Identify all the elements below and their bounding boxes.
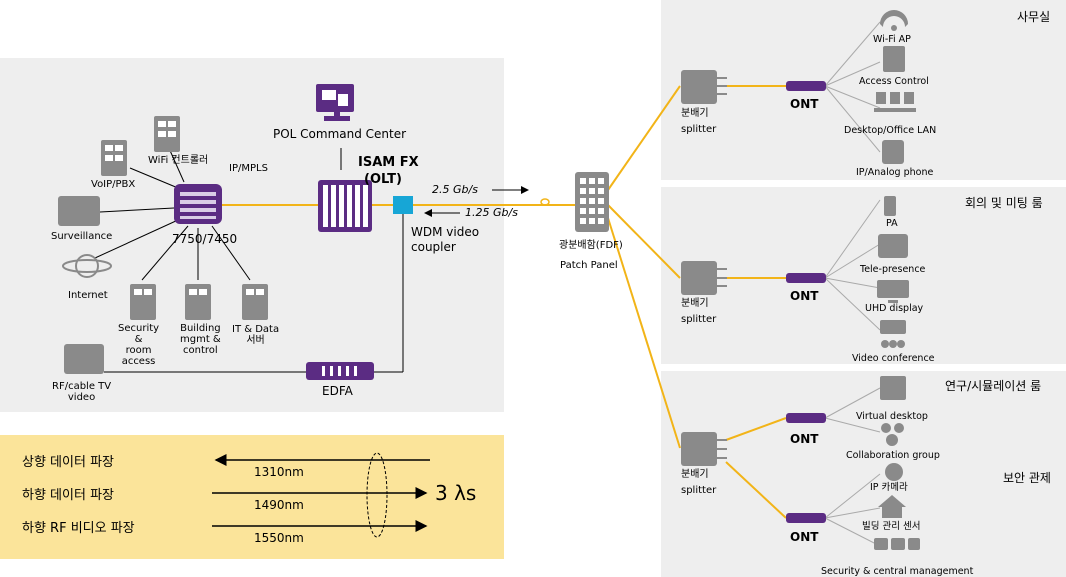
virtual-desktop-label: Virtual desktop — [856, 411, 928, 422]
fiber-lines — [222, 85, 787, 519]
wavelength-row-2-nm: 1490nm — [254, 498, 304, 512]
isam-label-line2: (OLT) — [364, 172, 402, 187]
ip-mpls-label: IP/MPLS — [229, 163, 268, 174]
collaboration-group-label: Collaboration group — [846, 450, 940, 461]
ont-4-label: ONT — [790, 530, 819, 544]
it-data-label: IT & Data 서버 — [232, 324, 280, 346]
fiber-loop — [540, 198, 550, 206]
wdm-coupler-box — [393, 196, 413, 214]
building-mgmt-label: Building mgmt & control — [180, 323, 221, 356]
ip-analog-phone-label: IP/Analog phone — [856, 167, 934, 178]
router-links — [94, 145, 404, 373]
internet-globe-icon — [62, 254, 112, 278]
ont-fanout-lines — [824, 21, 881, 547]
splitter-2-label-kr: 분배기 — [681, 298, 709, 309]
wavelength-row-1-nm: 1310nm — [254, 465, 304, 479]
office-zone-panel — [661, 0, 1066, 180]
router-icon — [174, 184, 222, 224]
patch-panel-icon — [575, 172, 609, 232]
edfa-icon — [306, 362, 374, 380]
research-security-zone-panel — [661, 371, 1066, 577]
ont-2-label: ONT — [790, 289, 819, 303]
wdm-label-line2: coupler — [411, 240, 456, 254]
splitter-1-label-kr: 분배기 — [681, 108, 709, 119]
ip-camera-label: IP 카메라 — [870, 482, 908, 493]
meeting-zone-panel — [661, 187, 1066, 364]
isam-olt-icon — [318, 180, 372, 232]
wavelength-row-1-label: 상향 데이터 파장 — [22, 455, 114, 470]
wavelength-row-2-label: 하향 데이터 파장 — [22, 488, 114, 503]
upstream-rate-label: 2.5 Gb/s — [432, 183, 478, 196]
uhd-display-label: UHD display — [865, 303, 924, 314]
lambda-count-label: 3 λs — [435, 481, 477, 505]
wifi-ap-label: Wi-Fi AP — [873, 34, 911, 45]
tele-presence-label: Tele-presence — [860, 264, 926, 275]
downstream-rate-label: 1.25 Gb/s — [465, 206, 518, 219]
splitter-1-label-en: splitter — [681, 124, 717, 135]
security-central-mgmt-label: Security & central management — [821, 566, 974, 577]
ont-3-label: ONT — [790, 432, 819, 446]
pol-command-center-label: POL Command Center — [273, 127, 407, 141]
ont-1-label: ONT — [790, 97, 819, 111]
pol-command-center-icon — [316, 84, 354, 121]
wifi-controller-label: WiFi 컨트롤러 — [148, 155, 209, 166]
splitter-3-label-en: splitter — [681, 485, 717, 496]
surveillance-label: Surveillance — [51, 231, 113, 242]
lambda-bundle-ellipse — [366, 452, 388, 538]
internet-label: Internet — [68, 290, 108, 301]
office-zone-title: 사무실 — [1017, 10, 1051, 24]
security-room-access-label: Security & room access — [118, 323, 160, 367]
wavelength-row-3-label: 하향 RF 비디오 파장 — [22, 521, 135, 536]
router-label: 7750/7450 — [172, 232, 238, 246]
voip-pbx-label: VoIP/PBX — [91, 179, 136, 190]
splitter-2-label-en: splitter — [681, 314, 717, 325]
rf-cable-tv-label: RF/cable TV video — [52, 381, 112, 403]
access-control-label: Access Control — [859, 76, 929, 87]
building-sensor-label: 빌딩 관리 센서 — [862, 521, 921, 532]
desktop-office-lan-label: Desktop/Office LAN — [844, 125, 937, 136]
wdm-label-line1: WDM video — [411, 225, 480, 239]
ont-icons — [786, 81, 826, 523]
research-zone-title: 연구/시뮬레이션 룸 — [945, 379, 1042, 393]
security-zone-title: 보안 관제 — [1003, 471, 1051, 485]
edfa-label: EDFA — [322, 384, 353, 398]
video-conference-label: Video conference — [852, 353, 935, 364]
isam-label-line1: ISAM FX — [358, 155, 419, 170]
patch-panel-label-en: Patch Panel — [560, 260, 618, 271]
wavelength-row-3-nm: 1550nm — [254, 531, 304, 545]
splitter-3-label-kr: 분배기 — [681, 469, 709, 480]
meeting-zone-title: 회의 및 미팅 룸 — [965, 196, 1043, 210]
patch-panel-label-kr: 광분배함(FDF) — [559, 240, 623, 251]
endpoint-icons — [874, 10, 920, 550]
pa-label: PA — [886, 218, 898, 229]
splitter-icons — [681, 70, 717, 466]
